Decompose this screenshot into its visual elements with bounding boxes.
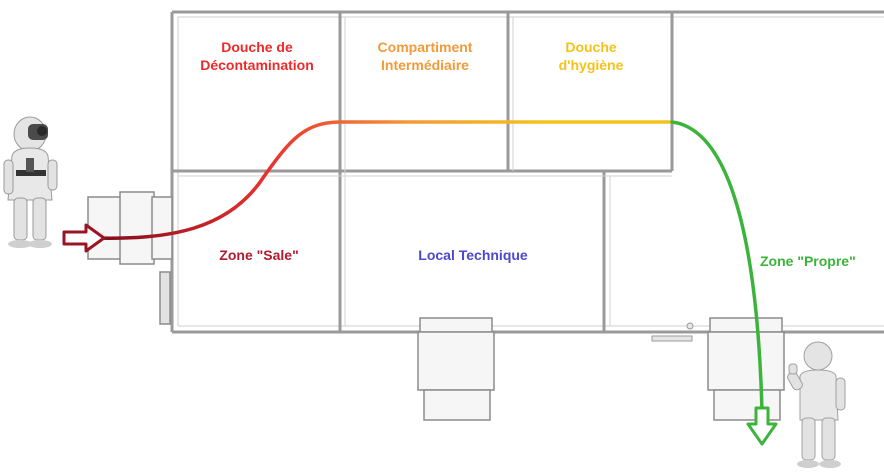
flow-path-dirty-to-hygiene: [90, 120, 674, 240]
entry-door: [87, 191, 173, 325]
zone-label-dirty-zone: Zone "Sale": [219, 247, 299, 263]
zone-label-line: Décontamination: [200, 57, 314, 73]
zone-label-line: Intermédiaire: [381, 57, 469, 73]
zone-label-decontamination-shower: Douche de Décontamination: [190, 38, 324, 74]
interior-walls: [172, 12, 674, 332]
zone-label-line: Douche de: [221, 39, 293, 55]
zone-label-technical-room: Local Technique: [418, 247, 528, 263]
arrow-down-icon: [746, 406, 778, 446]
zone-label-line: Douche: [565, 39, 617, 55]
zone-label-intermediate-compartment: Compartiment Intermédiaire: [352, 38, 498, 74]
zone-label-line: d'hygiène: [558, 57, 624, 73]
flow-path-clean-exit: [670, 120, 764, 414]
interior-walls-shadow: [178, 17, 672, 326]
wall-fixtures: [651, 322, 694, 342]
zone-label-clean-zone: Zone "Propre": [760, 253, 856, 269]
technical-room-door: [417, 317, 495, 421]
zone-label-line: Compartiment: [377, 39, 473, 55]
zone-label-hygiene-shower: Douche d'hygiène: [520, 38, 662, 74]
clean-zone-door: [707, 317, 785, 421]
arrow-right-icon: [62, 223, 106, 253]
person-in-protective-suit-icon: [3, 116, 58, 248]
person-icon: [787, 341, 846, 468]
